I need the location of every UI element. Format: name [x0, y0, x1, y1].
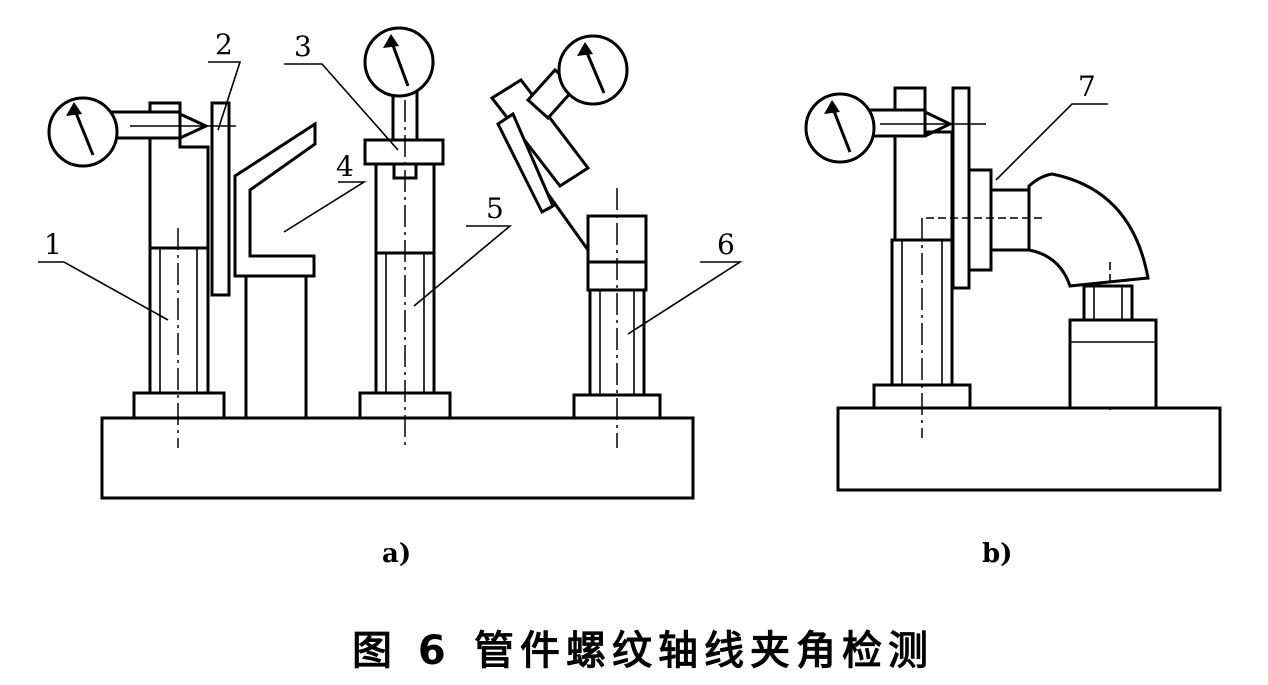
- subfigure-b-label: b): [982, 539, 1012, 569]
- label-part-6: 6: [717, 228, 735, 261]
- fixture-1-assembly: [108, 101, 236, 448]
- subfigure-b-drawing: [836, 86, 1222, 492]
- label-part-7: 7: [1078, 70, 1096, 103]
- leader-lines-a: [38, 61, 743, 335]
- subfigure-a-drawing: [38, 26, 743, 500]
- figure-number: 图 6: [352, 628, 452, 674]
- dial-gauge-icon: [363, 26, 435, 98]
- dial-gauge-icon: [47, 96, 119, 168]
- dial-gauge-icon: [804, 92, 876, 164]
- fixture-5-assembly: [358, 88, 452, 448]
- label-part-4: 4: [336, 150, 354, 183]
- subfigure-a-label: a): [382, 539, 411, 569]
- label-part-1: 1: [44, 228, 62, 261]
- fixture-6-assembly: [489, 67, 662, 448]
- label-part-5: 5: [486, 192, 504, 225]
- label-part-2: 2: [215, 28, 233, 61]
- part-4-bracket: [233, 121, 317, 420]
- base-plate-a: [100, 416, 695, 500]
- dial-gauge-icon: [557, 34, 629, 106]
- base-plate-b: [836, 406, 1222, 492]
- figure-caption: 管件螺纹轴线夹角检测: [474, 628, 934, 674]
- label-part-3: 3: [294, 30, 312, 63]
